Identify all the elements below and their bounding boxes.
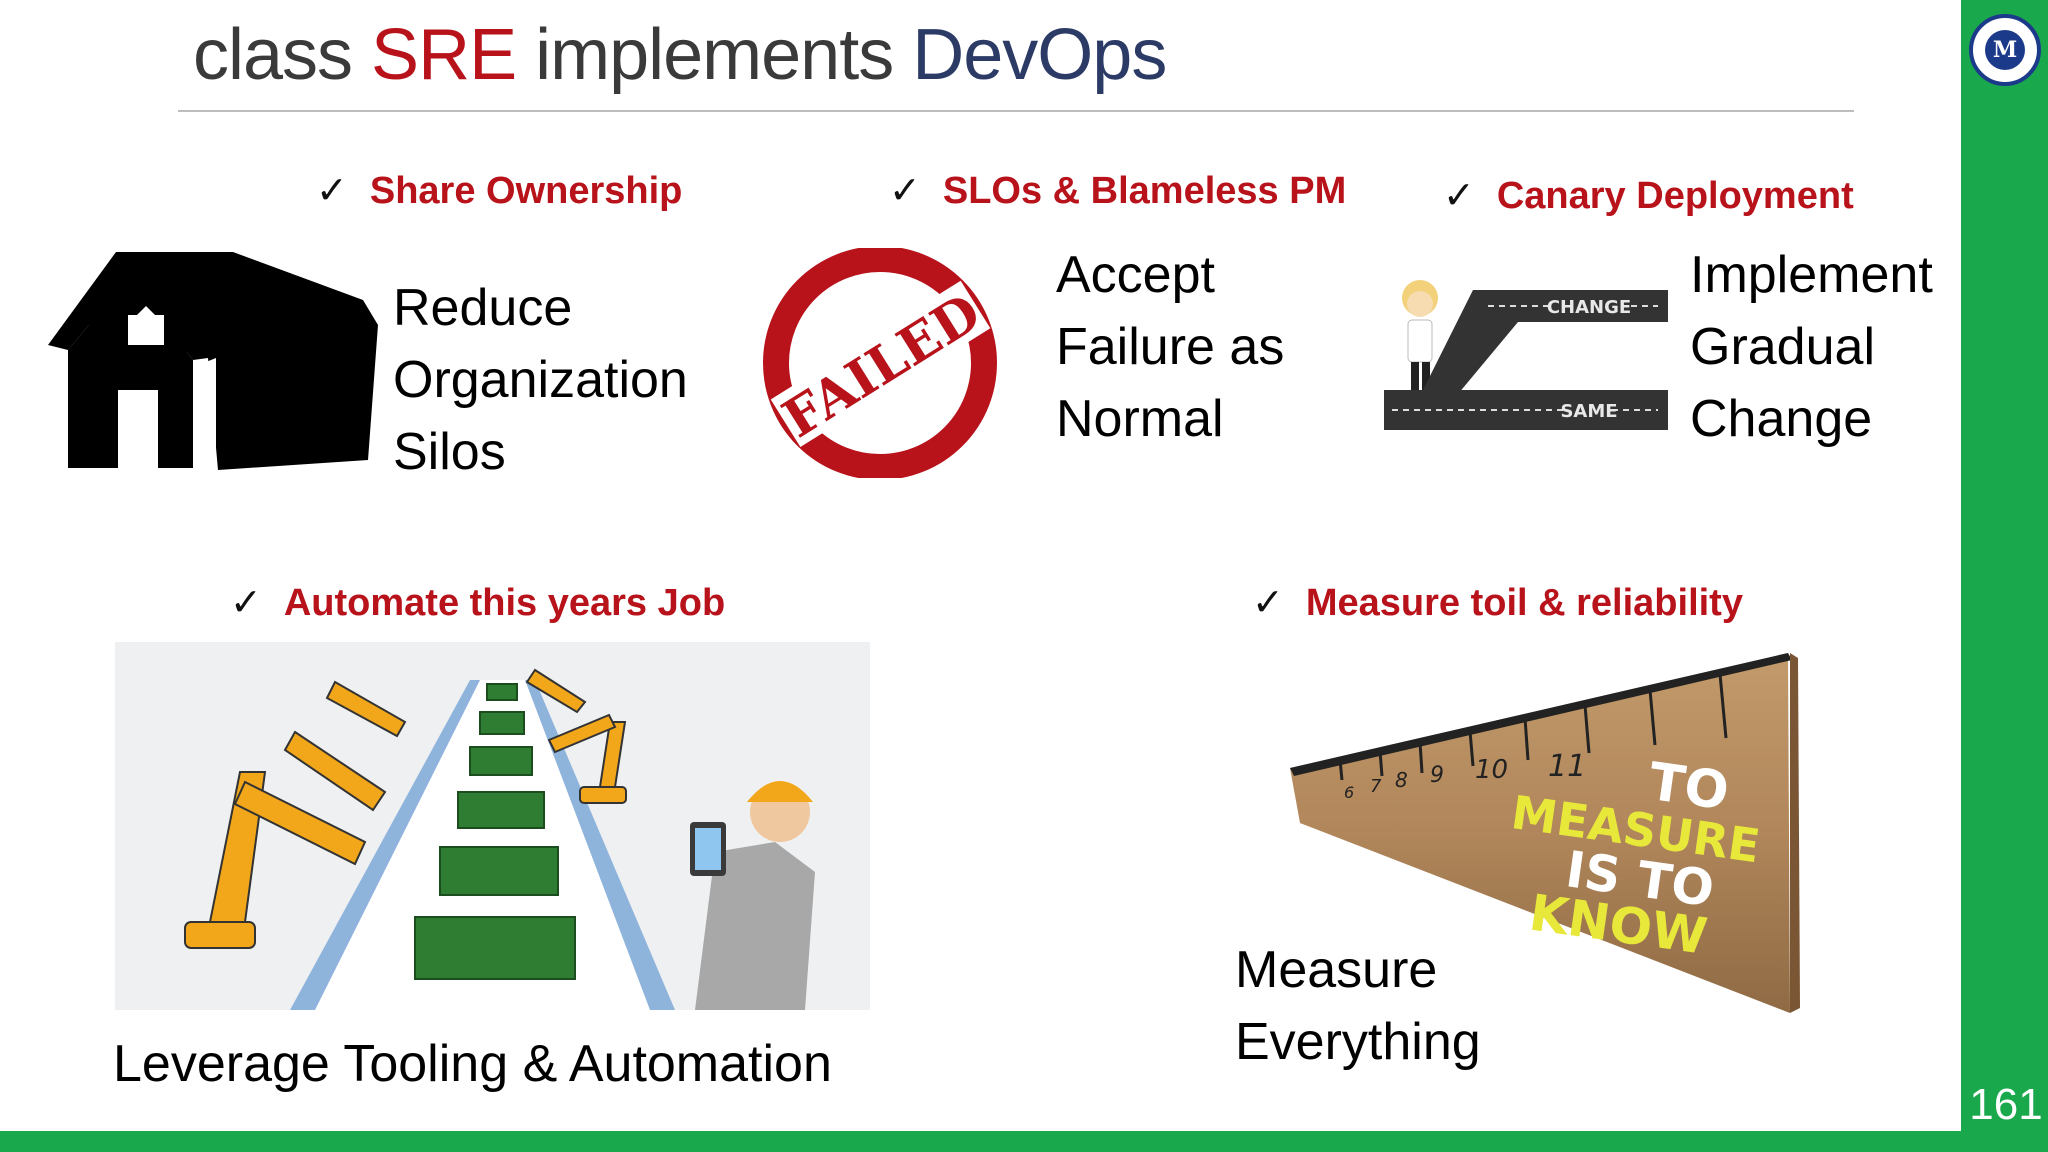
check-slo-label: SLOs & Blameless PM — [942, 170, 1347, 212]
logo-icon: M — [1969, 14, 2041, 86]
text-measure-everything: Measure Everything — [1235, 934, 1481, 1078]
check-icon: ✓ — [316, 170, 348, 212]
check-automate-label: Automate this years Job — [283, 582, 726, 624]
page-number: 161 — [1969, 1080, 2043, 1129]
ruler-number: 8 — [1395, 768, 1408, 792]
text-line: Normal — [1056, 390, 1224, 448]
text-reduce-silos: Reduce Organization Silos — [393, 272, 688, 488]
title-middle: implements — [516, 15, 913, 95]
title-sre: SRE — [371, 15, 517, 95]
text-line: Reduce — [393, 279, 573, 337]
ruler-number: 9 — [1430, 763, 1444, 788]
title-prefix: class — [193, 15, 372, 95]
title-devops: DevOps — [912, 15, 1167, 95]
check-slos: ✓ SLOs & Blameless PM — [889, 168, 1346, 213]
failed-stamp-icon: FAILED — [760, 248, 1000, 478]
check-share-label: Share Ownership — [369, 170, 683, 212]
text-line: Change — [1690, 390, 1873, 448]
slide-title: class SRE implements DevOps — [193, 14, 1167, 96]
road-change-label: CHANGE — [1547, 297, 1631, 318]
text-leverage-tooling: Leverage Tooling & Automation — [113, 1028, 832, 1100]
check-icon: ✓ — [230, 582, 262, 624]
check-canary: ✓ Canary Deployment — [1443, 173, 1854, 218]
ruler-number: 7 — [1370, 776, 1382, 797]
bottom-accent-bar — [0, 1131, 1961, 1152]
ruler-icon: 6 7 8 9 10 11 TO MEASURE IS TO KNOW — [1270, 648, 1810, 1078]
text-line: Accept — [1056, 246, 1215, 304]
title-divider — [178, 110, 1854, 112]
ruler-number: 10 — [1475, 755, 1508, 785]
text-line: Silos — [393, 423, 506, 481]
check-automate: ✓ Automate this years Job — [230, 580, 725, 625]
ruler-number: 11 — [1548, 749, 1586, 784]
check-share-ownership: ✓ Share Ownership — [316, 168, 682, 213]
factory-robots-icon — [115, 642, 870, 1010]
text-accept-failure: Accept Failure as Normal — [1056, 239, 1284, 455]
text-line: Everything — [1235, 1013, 1481, 1071]
ruler-number: 6 — [1344, 783, 1354, 802]
road-same-label: SAME — [1560, 401, 1617, 422]
logo-letter: M — [1985, 30, 2025, 70]
check-icon: ✓ — [1252, 582, 1284, 624]
text-line: Organization — [393, 351, 688, 409]
check-canary-label: Canary Deployment — [1496, 175, 1854, 217]
side-accent-bar — [1961, 0, 2048, 1152]
text-line: Measure — [1235, 941, 1438, 999]
barn-icon — [48, 240, 378, 480]
text-line: Failure as — [1056, 318, 1285, 376]
check-measure: ✓ Measure toil & reliability — [1252, 580, 1743, 625]
text-implement-change: Implement Gradual Change — [1690, 239, 1933, 455]
check-icon: ✓ — [1443, 175, 1475, 217]
ruler-slogan-line: TO — [1645, 752, 1732, 823]
check-measure-label: Measure toil & reliability — [1305, 582, 1743, 624]
road-fork-icon: CHANGE SAME — [1378, 250, 1668, 440]
text-line: Leverage Tooling & Automation — [113, 1035, 832, 1093]
check-icon: ✓ — [889, 170, 921, 212]
text-line: Implement — [1690, 246, 1933, 304]
text-line: Gradual — [1690, 318, 1875, 376]
